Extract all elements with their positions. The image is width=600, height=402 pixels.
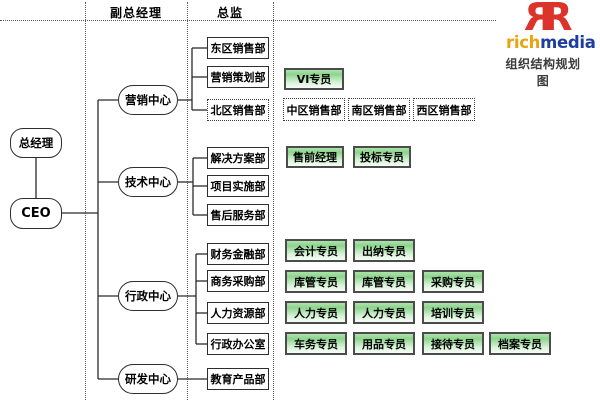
lane-header-divider — [0, 20, 496, 21]
dept-aftersales: 售后服务部 — [207, 204, 269, 226]
lane-divider-2 — [187, 2, 188, 400]
spec-vi: VI专员 — [284, 68, 344, 90]
spec-reception: 接待专员 — [422, 332, 484, 355]
lane-divider-1 — [85, 2, 86, 400]
richmedia-wordmark: richmedia — [506, 33, 596, 52]
spec-accounting: 会计专员 — [285, 239, 347, 262]
spec-vehicle: 车务专员 — [285, 332, 347, 355]
logo-r-glyph: R — [543, 0, 573, 39]
spec-purchasing: 采购专员 — [422, 270, 484, 293]
dept-marketing-planning: 营销策划部 — [207, 66, 269, 88]
spec-training: 培训专员 — [422, 301, 484, 324]
dept-procurement: 商务采购部 — [207, 270, 269, 292]
node-marketing-center: 营销中心 — [118, 85, 178, 115]
dept-hr: 人力资源部 — [207, 302, 269, 324]
spec-presales-manager: 售前经理 — [286, 146, 344, 168]
spec-archives: 档案专员 — [489, 332, 551, 355]
spec-warehouse-1: 库管专员 — [285, 270, 347, 293]
dept-education-products: 教育产品部 — [207, 368, 269, 390]
lane-label-deputy-gm: 副总经理 — [109, 6, 162, 20]
lane-divider-3 — [273, 2, 274, 400]
spec-warehouse-2: 库管专员 — [353, 270, 415, 293]
dept-finance: 财务金融部 — [207, 243, 269, 265]
node-tech-center: 技术中心 — [118, 167, 178, 197]
dept-west-sales: 西区销售部 — [413, 98, 475, 121]
node-general-manager: 总经理 — [10, 128, 62, 158]
spec-bidding: 投标专员 — [353, 146, 411, 168]
dept-south-sales: 南区销售部 — [348, 98, 410, 121]
logo-r-mirrored-glyph: R — [524, 0, 554, 39]
node-admin-center: 行政中心 — [118, 281, 178, 311]
dept-central-sales: 中区销售部 — [283, 98, 345, 121]
dept-north-sales: 北区销售部 — [207, 99, 269, 121]
dept-implementation: 项目实施部 — [207, 175, 269, 197]
wordmark-rich: rich — [506, 33, 541, 52]
richmedia-logo-mark: R R — [524, 0, 573, 39]
dept-east-sales: 东区销售部 — [207, 37, 269, 59]
node-ceo: CEO — [10, 198, 62, 229]
spec-hr-2: 人力专员 — [353, 301, 415, 324]
lane-label-director: 总监 — [216, 6, 243, 20]
wordmark-media: media — [540, 33, 596, 52]
dept-admin-office: 行政办公室 — [207, 333, 269, 355]
spec-hr-1: 人力专员 — [285, 301, 347, 324]
spec-supplies: 用品专员 — [353, 332, 415, 355]
dept-solution: 解决方案部 — [207, 147, 269, 169]
spec-cashier: 出纳专员 — [353, 239, 415, 262]
node-rnd-center: 研发中心 — [118, 364, 178, 394]
chart-title: 组织结构规划图 — [505, 57, 581, 88]
